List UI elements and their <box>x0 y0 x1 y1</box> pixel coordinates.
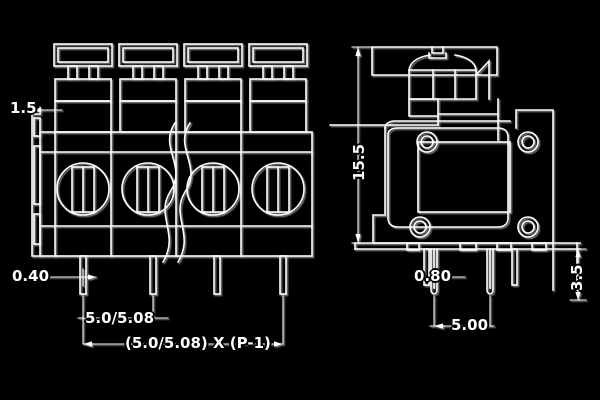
front-view-group <box>31 43 313 295</box>
front-view-left-mount-detail <box>31 113 41 257</box>
side-view-main-body <box>372 109 554 244</box>
dimension-label-1-5: 1.5 <box>10 99 37 117</box>
side-view-upper-shoulder <box>329 98 499 141</box>
dimension-3-5 <box>569 248 587 301</box>
side-view-right-outline <box>552 242 578 291</box>
dimension-label-3-5: 3.5 <box>568 264 586 291</box>
front-view-screw-heads <box>56 162 305 216</box>
front-view-dimension-lines <box>33 106 284 347</box>
dimension-0-80 <box>419 267 466 287</box>
front-view-upper-housing <box>54 78 307 133</box>
front-view-pins <box>79 255 287 295</box>
dimension-label-overall-pitch: (5.0/5.08) X (P-1) <box>125 334 271 352</box>
dimension-label-15-5: 15.5 <box>350 143 368 181</box>
dimension-0-40 <box>45 268 97 287</box>
front-view-actuator-caps <box>53 43 308 80</box>
dimension-pitch <box>77 295 169 321</box>
dimension-5-00 <box>429 295 495 329</box>
side-view-base-plate <box>354 242 581 251</box>
front-view-break-line <box>161 121 192 264</box>
front-view-main-body <box>39 131 313 257</box>
dimension-label-pitch: 5.0/5.08 <box>85 309 155 327</box>
side-view-mounting-holes <box>409 131 539 238</box>
side-view-screw-boss <box>408 54 490 100</box>
dimension-label-5-00: 5.00 <box>451 316 489 334</box>
dimension-label-0-80: 0.80 <box>414 267 452 285</box>
side-view-dimension-lines <box>351 46 587 329</box>
dimension-label-0-40: 0.40 <box>12 267 50 285</box>
drawing-geometry <box>31 43 587 347</box>
dimension-1-5 <box>33 106 63 115</box>
dimension-overall-pitch <box>82 295 284 347</box>
dimension-15-5 <box>351 46 373 244</box>
